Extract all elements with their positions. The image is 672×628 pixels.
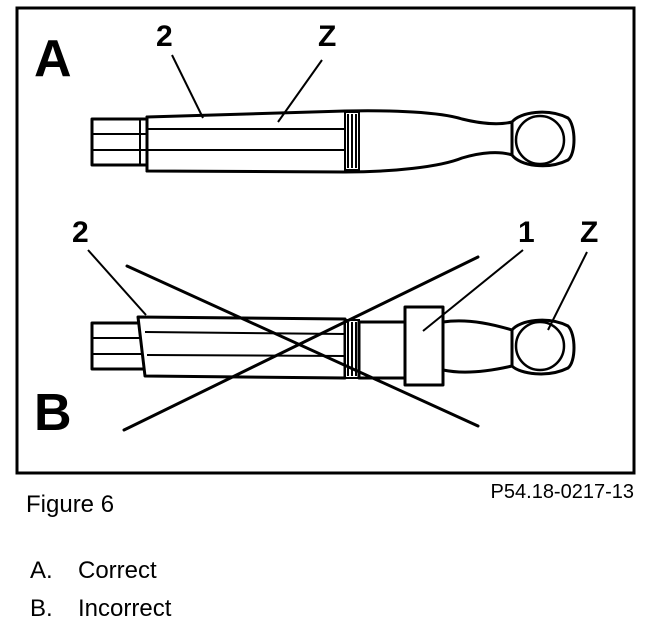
figure-frame <box>15 6 636 475</box>
callout-b-2: 2 <box>72 216 89 249</box>
reference-code: P54.18-0217-13 <box>491 481 634 503</box>
legend-key-a: A. <box>30 557 53 584</box>
leader-a-z <box>277 59 323 123</box>
legend: A. Correct B. Incorrect <box>30 552 171 628</box>
leader-b-2 <box>87 249 147 316</box>
legend-text-b: Incorrect <box>78 595 172 622</box>
legend-key-b: B. <box>30 595 53 622</box>
panel-b-letter: B <box>34 384 72 442</box>
leader-b-z <box>547 251 588 331</box>
callout-a-z: Z <box>318 20 336 53</box>
legend-item-a: A. Correct <box>30 552 171 590</box>
ball-end-b <box>514 320 566 372</box>
legend-item-b: B. Incorrect <box>30 590 171 628</box>
panel-b-tool <box>90 305 576 387</box>
leader-b-1 <box>422 249 524 332</box>
collar-part-1 <box>403 305 445 387</box>
legend-text-a: Correct <box>78 557 157 584</box>
panel-a-tool <box>90 109 576 174</box>
callout-b-1: 1 <box>518 216 535 249</box>
ball-end <box>514 114 566 166</box>
callout-a-2: 2 <box>156 20 173 53</box>
callout-b-z: Z <box>580 216 598 249</box>
figure-label: Figure 6 <box>26 491 114 518</box>
leader-a-2 <box>171 54 204 119</box>
cross-out-line-1 <box>125 264 480 428</box>
figure-diagram: A 2 Z B 2 1 Z Figure 6 P54.18-0217-13 <box>15 6 636 518</box>
panel-a-letter: A <box>34 30 72 88</box>
cross-out-line-2 <box>122 255 480 432</box>
